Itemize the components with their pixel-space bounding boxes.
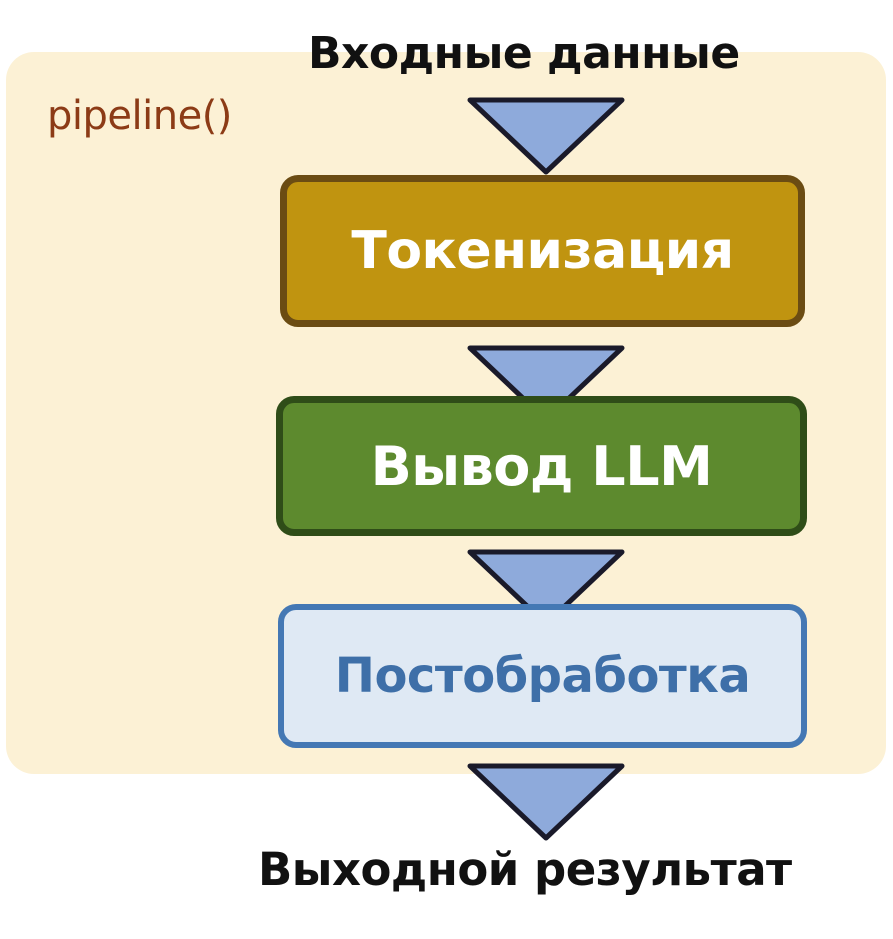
arrow-down-icon [466, 548, 626, 628]
stage-llm-inference: Вывод LLM [276, 396, 807, 536]
arrow-down-icon [466, 762, 626, 842]
input-data-label: Входные данные [308, 28, 740, 79]
stage-llm-inference-label: Вывод LLM [370, 434, 713, 498]
stage-postprocessing: Постобработка [278, 604, 807, 748]
arrow-down-icon [466, 96, 626, 176]
stage-postprocessing-label: Постобработка [334, 648, 751, 704]
output-result-label: Выходной результат [258, 843, 792, 896]
stage-tokenization-label: Токенизация [351, 221, 734, 281]
pipeline-function-label: pipeline() [47, 93, 232, 139]
arrow-down-icon [466, 344, 626, 424]
stage-tokenization: Токенизация [280, 175, 805, 327]
